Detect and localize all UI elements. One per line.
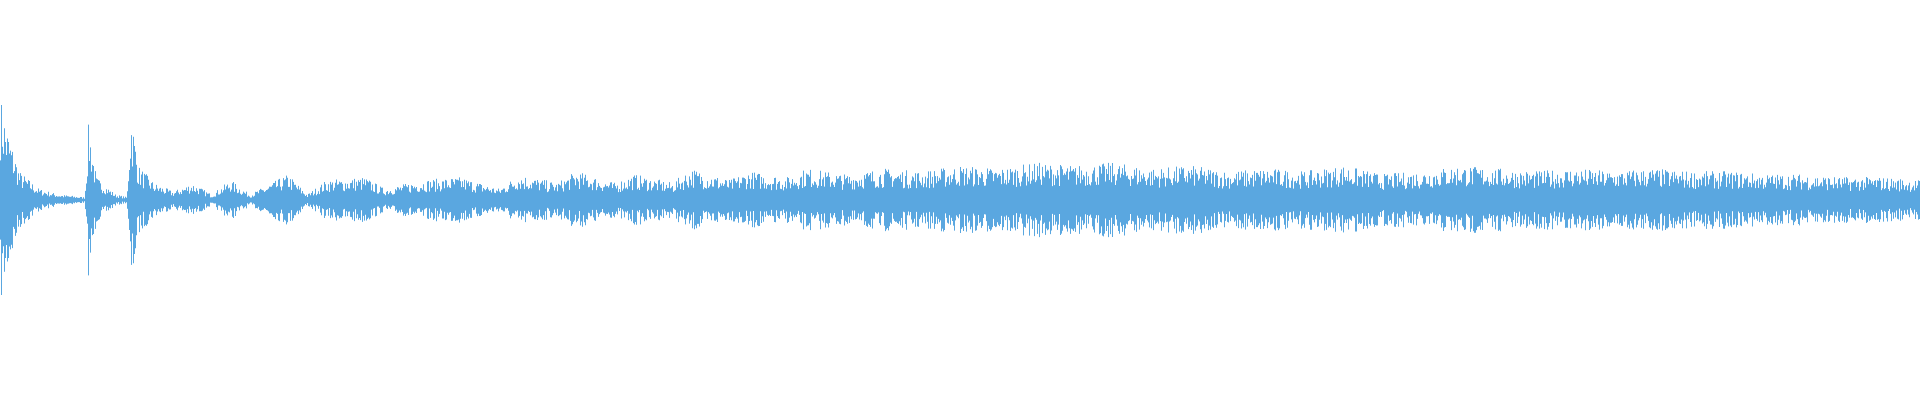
waveform-bars bbox=[0, 105, 1920, 295]
